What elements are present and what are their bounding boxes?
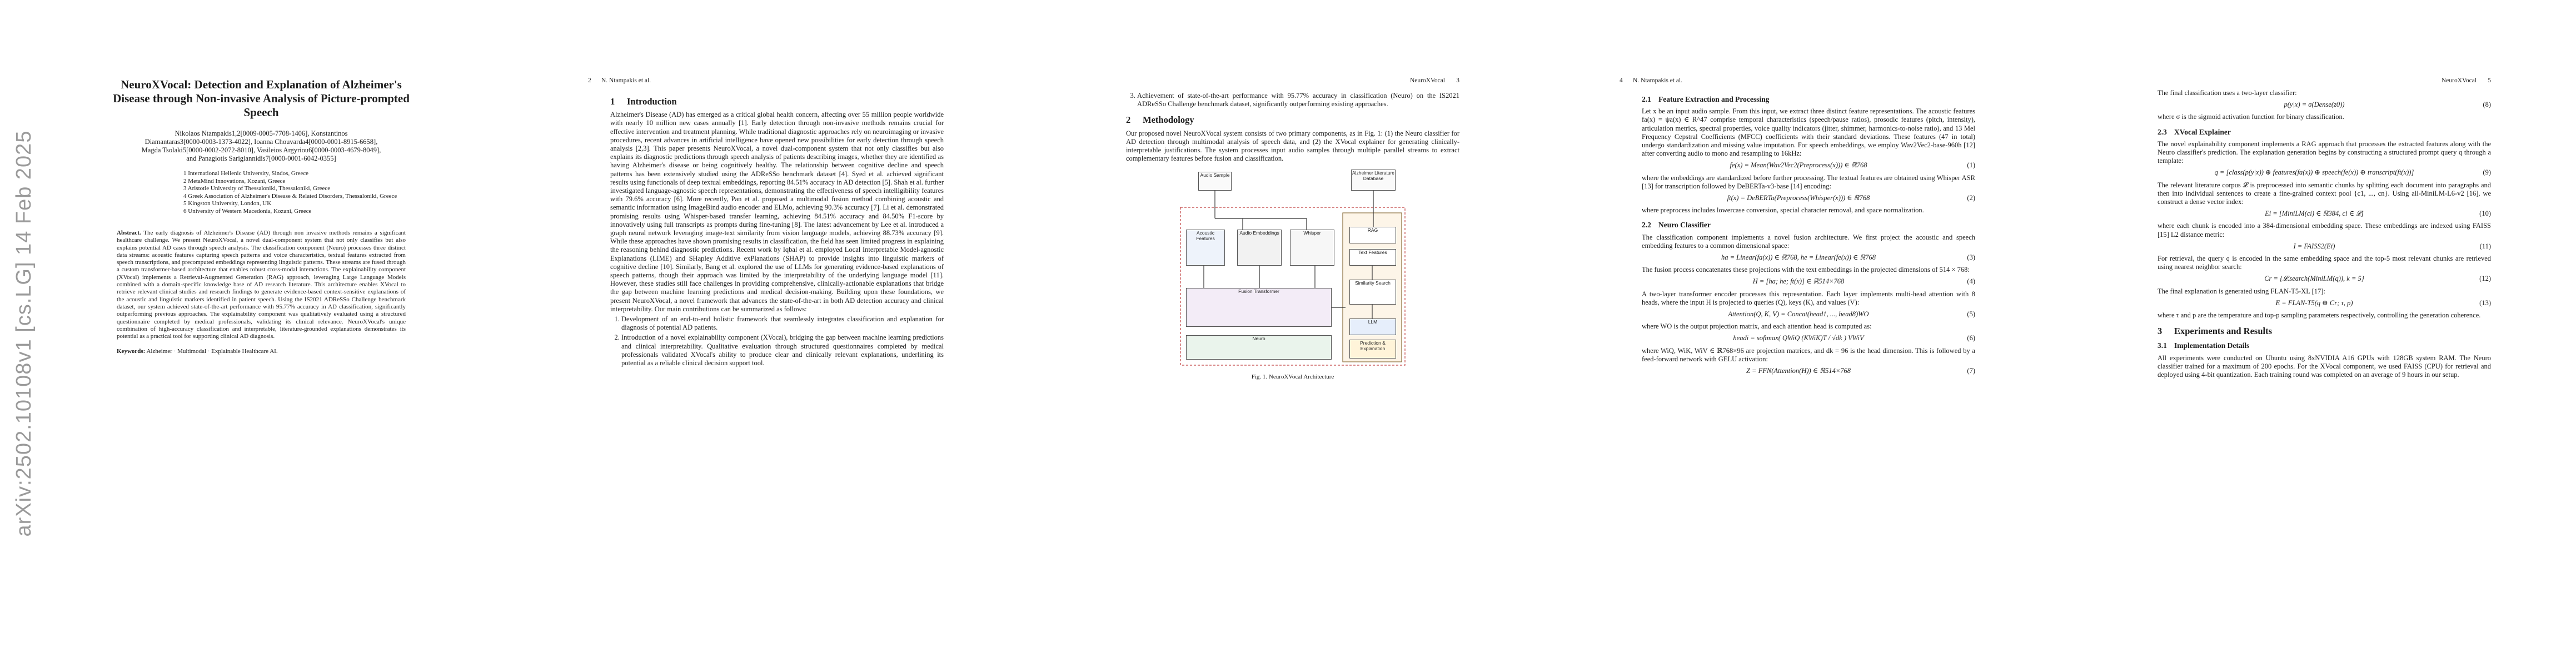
abstract-label: Abstract. — [117, 230, 141, 236]
acoustic-features-box: Acoustic Features — [1186, 230, 1225, 266]
paragraph: Our proposed novel NeuroXVocal system co… — [1126, 129, 1459, 163]
paragraph: where σ is the sigmoid activation functi… — [2158, 113, 2344, 121]
paragraph: where the embeddings are standardized be… — [1642, 173, 1975, 190]
paragraph: where each chunk is encoded into a 384-d… — [2158, 222, 2491, 238]
contributions-list: Achievement of state-of-the-art performa… — [1126, 92, 1459, 108]
paragraph: The novel explainability component imple… — [2158, 140, 2491, 165]
affiliation: 1 International Hellenic University, Sin… — [183, 170, 309, 177]
fusion-transformer-box: Fusion Transformer — [1186, 288, 1332, 327]
equation-1: fe(x) = Mean(Wav2Vec2(Preprocess(x))) ∈ … — [1730, 161, 1975, 170]
rag-box: RAG — [1349, 227, 1396, 244]
paragraph: The fusion process concatenates these pr… — [1642, 266, 1970, 274]
affiliation: 3 Aristotle University of Thessaloniki, … — [183, 185, 331, 192]
abstract-text: The early diagnosis of Alzheimer's Disea… — [117, 230, 406, 340]
affiliation: 2 MetaMind Innovations, Kozani, Greece — [183, 177, 286, 185]
equation-12: Cr = {𝓛.search(MiniLM(q)), k = 5}(12) — [2264, 275, 2491, 283]
paragraph: The relevant literature corpus 𝓛 is prep… — [2158, 181, 2491, 206]
equation-5: Attention(Q, K, V) = Concat(head1, ..., … — [1728, 310, 1975, 318]
equation-7: Z = FFN(Attention(H)) ∈ ℝ514×768(7) — [1746, 367, 1975, 375]
page-1: arXiv:2502.10108v1 [cs.LG] 14 Feb 2025 N… — [0, 0, 499, 667]
running-head: N. Ntampakis et al. — [1633, 77, 1683, 84]
paragraph: All experiments were conducted on Ubuntu… — [2158, 354, 2491, 379]
author-line: and Panagiotis Sarigiannidis7[0000-0001-… — [186, 155, 336, 162]
figure-caption: Fig. 1. NeuroXVocal Architecture — [1251, 374, 1334, 381]
equation-13: E = FLAN-T5(q ⊕ Cr; τ, p)(13) — [2275, 298, 2491, 307]
paragraph: For retrieval, the query q is encoded in… — [2158, 255, 2491, 271]
body-column: The final classification uses a two-laye… — [2158, 89, 2491, 381]
equation-4: H = [ha; he; ft(x)] ∈ ℝ514×768(4) — [1752, 277, 1975, 286]
equation-9: q = [class(p(y|x)) ⊕ features(fa(x)) ⊕ s… — [2214, 168, 2491, 177]
xvocal-output-box: Prediction & Explanation — [1349, 340, 1396, 359]
paragraph: Alzheimer's Disease (AD) has emerged as … — [610, 111, 944, 313]
paper-title: NeuroXVocal: Detection and Explanation o… — [113, 78, 410, 119]
equation-10: Ei = [MiniLM(ci) ∈ ℝ384, ci ∈ 𝓛](10) — [2265, 210, 2491, 218]
page-number: 2 — [588, 77, 591, 84]
abstract: Abstract. The early diagnosis of Alzheim… — [117, 230, 406, 340]
keywords-label: Keywords: — [117, 348, 146, 355]
knowledge-base-box: Alzheimer Literature Database — [1351, 170, 1396, 191]
page-number: 4 — [1620, 77, 1623, 84]
arxiv-stamp: arXiv:2502.10108v1 [cs.LG] 14 Feb 2025 — [12, 130, 36, 537]
page-number: 3 — [1456, 77, 1459, 84]
keywords-text: Alzheimer · Multimodal · Explainable Hea… — [146, 348, 278, 355]
affiliations: 1 International Hellenic University, Sin… — [183, 170, 428, 215]
list-item: Introduction of a novel explainability c… — [621, 334, 944, 367]
llm-box: LLM — [1349, 318, 1396, 336]
neuro-classifier-box: Neuro — [1186, 335, 1332, 360]
paragraph: The final classification uses a two-laye… — [2158, 89, 2297, 97]
equation-11: I = FAISS2(Ei)(11) — [2293, 242, 2491, 250]
keywords: Keywords: Alzheimer · Multimodal · Expla… — [117, 347, 406, 356]
paragraph: Let x be an input audio sample. From thi… — [1642, 107, 1975, 158]
running-head: NeuroXVocal — [2441, 77, 2477, 84]
text-features-box: Text Features — [1349, 249, 1396, 266]
contributions-list: Development of an end-to-end holistic fr… — [610, 315, 944, 367]
page-3: NeuroXVocal 3 Achievement of state-of-th… — [1032, 0, 1531, 667]
body-column: Achievement of state-of-the-art performa… — [1126, 90, 1459, 382]
paragraph: where WO is the output projection matrix… — [1642, 322, 1872, 331]
list-item: Achievement of state-of-the-art performa… — [1137, 92, 1459, 108]
list-item: Development of an end-to-end holistic fr… — [621, 315, 944, 332]
paragraph: where WiQ, WiK, WiV ∈ ℝ768×96 are projec… — [1642, 346, 1975, 363]
paragraph: where preprocess includes lowercase conv… — [1642, 206, 1924, 215]
similarity-search-box: Similarity Search — [1349, 280, 1396, 305]
equation-8: p(y|x) = σ(Dense(z0))(8) — [2284, 101, 2491, 109]
architecture-figure: Audio Sample Alzheimer Literature Databa… — [1176, 168, 1409, 369]
author-line: Nikolaos Ntampakis1,2[0009-0005-7708-140… — [175, 130, 348, 137]
title-block: NeuroXVocal: Detection and Explanation o… — [94, 78, 428, 356]
whisper-box: Whisper — [1290, 230, 1334, 266]
author-line: Magda Tsolaki5[0000-0002-2072-8010], Vas… — [141, 146, 381, 154]
paragraph: The classification component implements … — [1642, 233, 1975, 250]
paragraph: The final explanation is generated using… — [2158, 287, 2325, 295]
page-number: 5 — [2488, 77, 2491, 84]
author-line: Diamantaras3[0000-0003-1373-4022], Ioann… — [145, 138, 378, 146]
equation-2: ft(x) = DeBERTa(Preprocess(Whisper(x))) … — [1727, 194, 1975, 202]
running-head: N. Ntampakis et al. — [601, 77, 651, 84]
author-list: Nikolaos Ntampakis1,2[0009-0005-7708-140… — [94, 130, 428, 163]
paragraph: A two-layer transformer encoder processe… — [1642, 290, 1975, 306]
affiliation: 5 Kingston University, London, UK — [183, 200, 272, 207]
affiliation: 4 Greek Association of Alzheimer's Disea… — [183, 192, 397, 200]
affiliation: 6 University of Western Macedonia, Kozan… — [183, 207, 312, 215]
page-5: NeuroXVocal 5 The final classification u… — [2063, 0, 2576, 667]
embeddings-box: Audio Embeddings — [1237, 230, 1282, 266]
audio-sample-box: Audio Sample — [1198, 172, 1232, 191]
equation-6: headi = softmax( QWiQ (KWiK)T / √dk ) VW… — [1733, 334, 1975, 342]
paragraph: where τ and p are the temperature and to… — [2158, 311, 2481, 320]
running-head: NeuroXVocal — [1409, 77, 1445, 84]
equation-3: ha = Linear(fa(x)) ∈ ℝ768, he = Linear(f… — [1721, 253, 1975, 262]
